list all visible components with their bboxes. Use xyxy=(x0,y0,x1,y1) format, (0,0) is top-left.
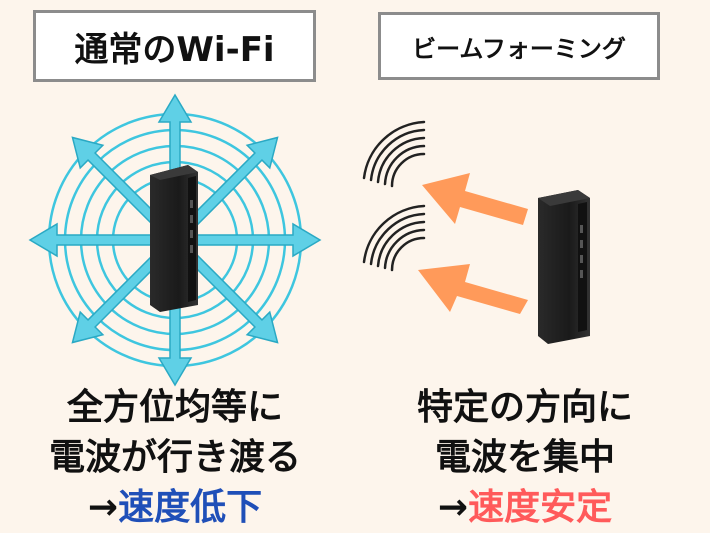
omni-arrow-e xyxy=(194,222,322,258)
left-result-arrow: → xyxy=(87,487,119,528)
omni-arrow-ne xyxy=(184,136,279,231)
signal-waves-upper-icon xyxy=(362,120,426,188)
beam-arrow-lower xyxy=(418,264,528,314)
signal-waves-lower-icon xyxy=(362,204,426,272)
right-result-text: 速度安定 xyxy=(468,487,613,528)
left-caption-line3: →速度低下 xyxy=(10,483,340,533)
router-right-icon xyxy=(538,190,590,344)
right-caption-line2: 電波を集中 xyxy=(434,437,615,478)
left-caption: 全方位均等に 電波が行き渡る →速度低下 xyxy=(10,383,340,533)
omni-arrows xyxy=(28,93,322,387)
right-caption-line1: 特定の方向に xyxy=(416,387,633,428)
omni-arrow-sw xyxy=(71,249,166,344)
beam-arrow-upper xyxy=(422,173,528,225)
right-result-arrow: → xyxy=(437,487,469,528)
right-title-box: ビームフォーミング xyxy=(378,12,660,80)
left-result-text: 速度低下 xyxy=(118,487,263,528)
left-title-box: 通常のWi-Fi xyxy=(33,10,316,82)
right-caption: 特定の方向に 電波を集中 →速度安定 xyxy=(360,383,690,533)
omni-arrow-w xyxy=(28,222,156,258)
router-left-icon xyxy=(150,165,198,312)
right-title: ビームフォーミング xyxy=(412,34,626,63)
right-caption-line3: →速度安定 xyxy=(360,483,690,533)
left-caption-line2: 電波が行き渡る xyxy=(48,437,301,478)
left-title: 通常のWi-Fi xyxy=(74,29,275,70)
left-caption-line1: 全方位均等に xyxy=(66,387,283,428)
beam-arrows xyxy=(418,173,528,314)
